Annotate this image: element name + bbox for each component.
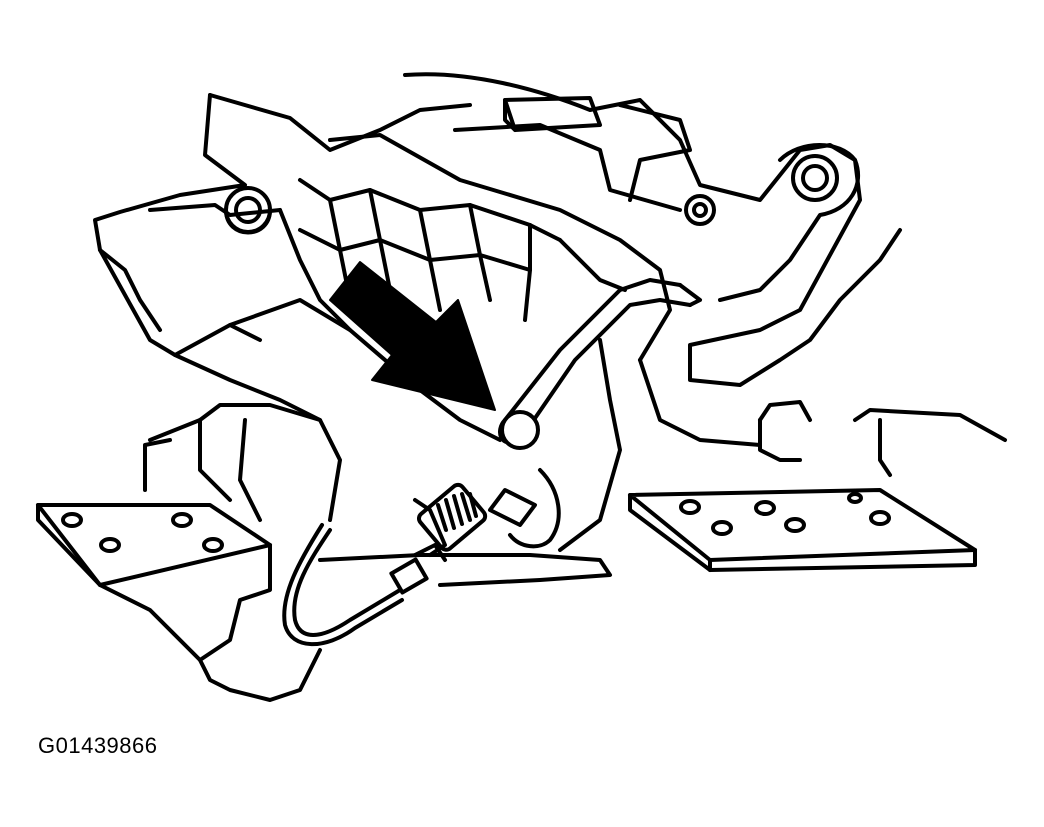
left-bracket-plate [36,503,322,702]
left-boss [224,186,272,235]
figure-id-label: G01439866 [38,733,158,758]
right-bracket-plate [628,488,977,572]
indicator-arrow [329,261,496,411]
lower-body [143,298,1007,552]
bolt [413,482,537,557]
cable-harness [282,523,612,647]
cable-connector [389,543,447,595]
upper-housing [93,72,902,387]
lever-arm [498,278,702,549]
top-connector [453,96,692,212]
mounting-ear [684,143,861,302]
